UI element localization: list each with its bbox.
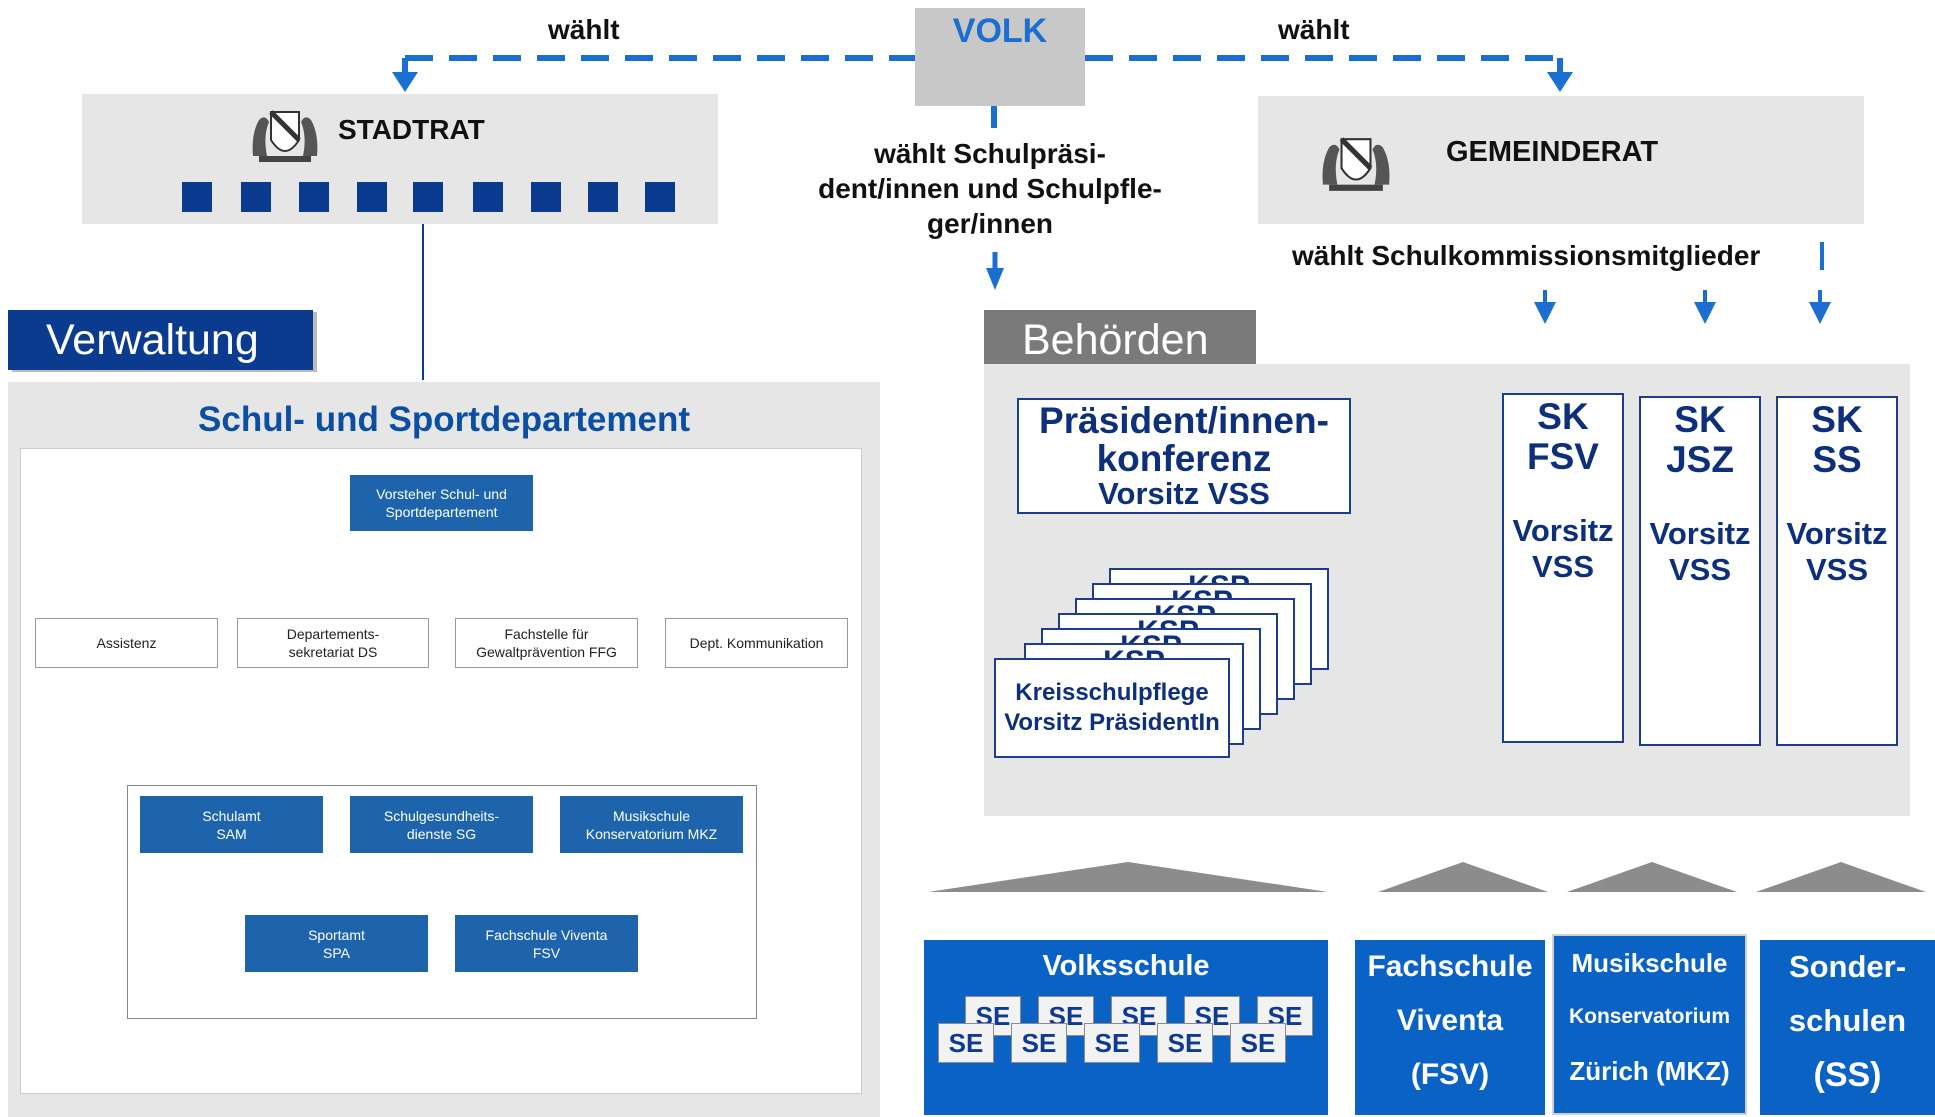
se-unit: SE [1011,1023,1067,1063]
stadtrat-title: STADTRAT [338,114,485,145]
coat-of-arms-icon [1312,133,1400,195]
arrow-down-sk-fsv [1534,302,1556,324]
stadtrat-member [588,182,618,212]
musikschule-box: Musikschule Konservatorium Zürich (MKZ) [1552,934,1747,1115]
arrow-down-sk-jsz [1694,302,1716,324]
stadtrat-member [182,182,212,212]
conference-box: Präsident/innen- konferenz Vorsitz VSS [1017,398,1351,514]
behoerden-label: Behörden [1022,316,1209,364]
se-unit: SE [1157,1023,1213,1063]
verwaltung-label: Verwaltung [46,316,259,364]
stadtrat-member [241,182,271,212]
org-chart-area [20,448,862,1094]
triangle-musikschule [1567,862,1737,892]
staff-box-sekretariat: Departements-sekretariat DS [237,618,429,668]
stadtrat-member [473,182,503,212]
coat-of-arms-icon [245,106,325,166]
stadtrat-member [531,182,561,212]
triangle-fachschule [1378,862,1548,892]
sonderschulen-box: Sonder- schulen (SS) [1760,940,1935,1115]
elects-label-right: wählt [1278,14,1350,45]
se-unit: SE [1084,1023,1140,1063]
fachschule-box: Fachschule Viventa (FSV) [1355,940,1545,1115]
elects-label-left: wählt [548,14,620,45]
se-unit: SE [938,1023,994,1063]
volk-box: VOLK [915,8,1085,106]
department-title: Schul- und Sportdepartement [198,400,690,439]
arrow-down-gemeinderat [1547,72,1573,92]
staff-box-assistenz: Assistenz [35,618,218,668]
units-frame [127,785,757,1019]
elects-school-label: wählt Schulpräsi- dent/innen und Schulpf… [818,138,1162,239]
triangle-volksschule [928,862,1328,892]
arrow-down-behoerden [986,268,1004,290]
behoerden-tab: Behörden [984,310,1256,372]
stadtrat-member [413,182,443,212]
staff-box-kommunikation: Dept. Kommunikation [665,618,848,668]
arrow-down-stadtrat [392,72,418,92]
gemeinderat-elects-label: wählt Schulkommissionsmitglieder [1292,240,1761,271]
se-unit: SE [1230,1023,1286,1063]
verwaltung-tab: Verwaltung [8,310,313,370]
triangle-sonderschulen [1756,862,1926,892]
gemeinderat-title: GEMEINDERAT [1446,136,1659,168]
volk-title: VOLK [952,12,1048,50]
stadtrat-member [357,182,387,212]
unit-box-schulgesundheit: Schulgesundheits-dienste SG [350,796,533,853]
arrow-down-sk-ss [1809,302,1831,324]
stadtrat-member [645,182,675,212]
stadtrat-member [299,182,329,212]
